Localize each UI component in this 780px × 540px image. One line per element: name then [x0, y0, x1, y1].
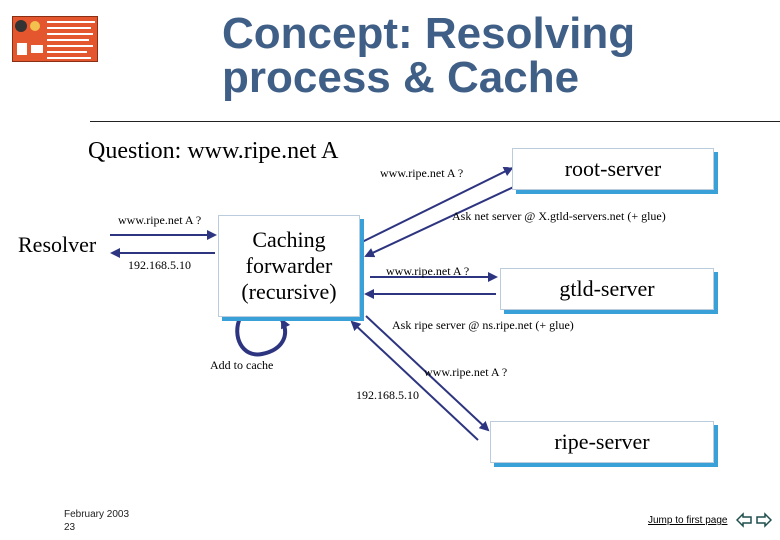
laptop-icon — [31, 45, 43, 53]
label-query-to-root: www.ripe.net A ? — [380, 166, 464, 180]
gtld-server-label: gtld-server — [559, 276, 655, 301]
footer-date-block: February 2003 23 — [64, 508, 129, 534]
jump-to-first-page-link[interactable]: Jump to first page — [648, 515, 728, 526]
arrow-forwarder-to-ripe — [365, 315, 490, 432]
ripe-server-box: ripe-server — [490, 421, 714, 463]
label-gtld-answer: Ask ripe server @ ns.ripe.net (+ glue) — [392, 318, 574, 332]
ripe-server-label: ripe-server — [554, 429, 650, 454]
label-query-from-resolver: www.ripe.net A ? — [118, 213, 202, 227]
arrow-left-icon[interactable] — [736, 512, 752, 528]
arrow-forwarder-to-root — [361, 167, 514, 243]
caching-forwarder-box: Caching forwarder (recursive) — [218, 215, 360, 317]
label-add-to-cache: Add to cache — [210, 358, 274, 372]
caching-forwarder-line-1: Caching — [252, 227, 326, 252]
title-line-2: process & Cache — [222, 53, 580, 102]
arrow-root-to-forwarder — [364, 183, 521, 258]
footer-date: February 2003 — [64, 509, 130, 520]
sun-icon — [30, 21, 40, 31]
label-root-answer: Ask net server @ X.gtld-servers.net (+ g… — [452, 209, 666, 223]
label-query-to-gtld: www.ripe.net A ? — [386, 264, 470, 278]
footer-page-number: 23 — [64, 522, 76, 533]
question-text: Question: www.ripe.net A — [88, 138, 339, 164]
label-answer-to-resolver: 192.168.5.10 — [128, 258, 191, 272]
caching-forwarder-line-2: forwarder — [245, 253, 333, 278]
label-ripe-answer: 192.168.5.10 — [356, 388, 419, 402]
label-query-to-ripe: www.ripe.net A ? — [424, 365, 508, 379]
title-line-1: Concept: Resolving — [222, 9, 636, 58]
arrow-ripe-to-forwarder — [350, 320, 479, 441]
logo-graphic — [13, 17, 97, 61]
root-server-label: root-server — [564, 156, 662, 181]
caching-forwarder-line-3: (recursive) — [241, 279, 337, 304]
resolver-label: Resolver — [18, 232, 97, 257]
slide-title: Concept: Resolving process & Cache — [222, 12, 635, 100]
globe-icon — [15, 20, 27, 32]
organization-logo — [12, 16, 98, 62]
root-server-box: root-server — [512, 148, 714, 190]
pc-icon — [17, 43, 27, 55]
arrow-right-icon[interactable] — [756, 512, 772, 528]
title-underline — [90, 121, 780, 122]
arrow-add-to-cache-loop — [235, 317, 291, 357]
gtld-server-box: gtld-server — [500, 268, 714, 310]
